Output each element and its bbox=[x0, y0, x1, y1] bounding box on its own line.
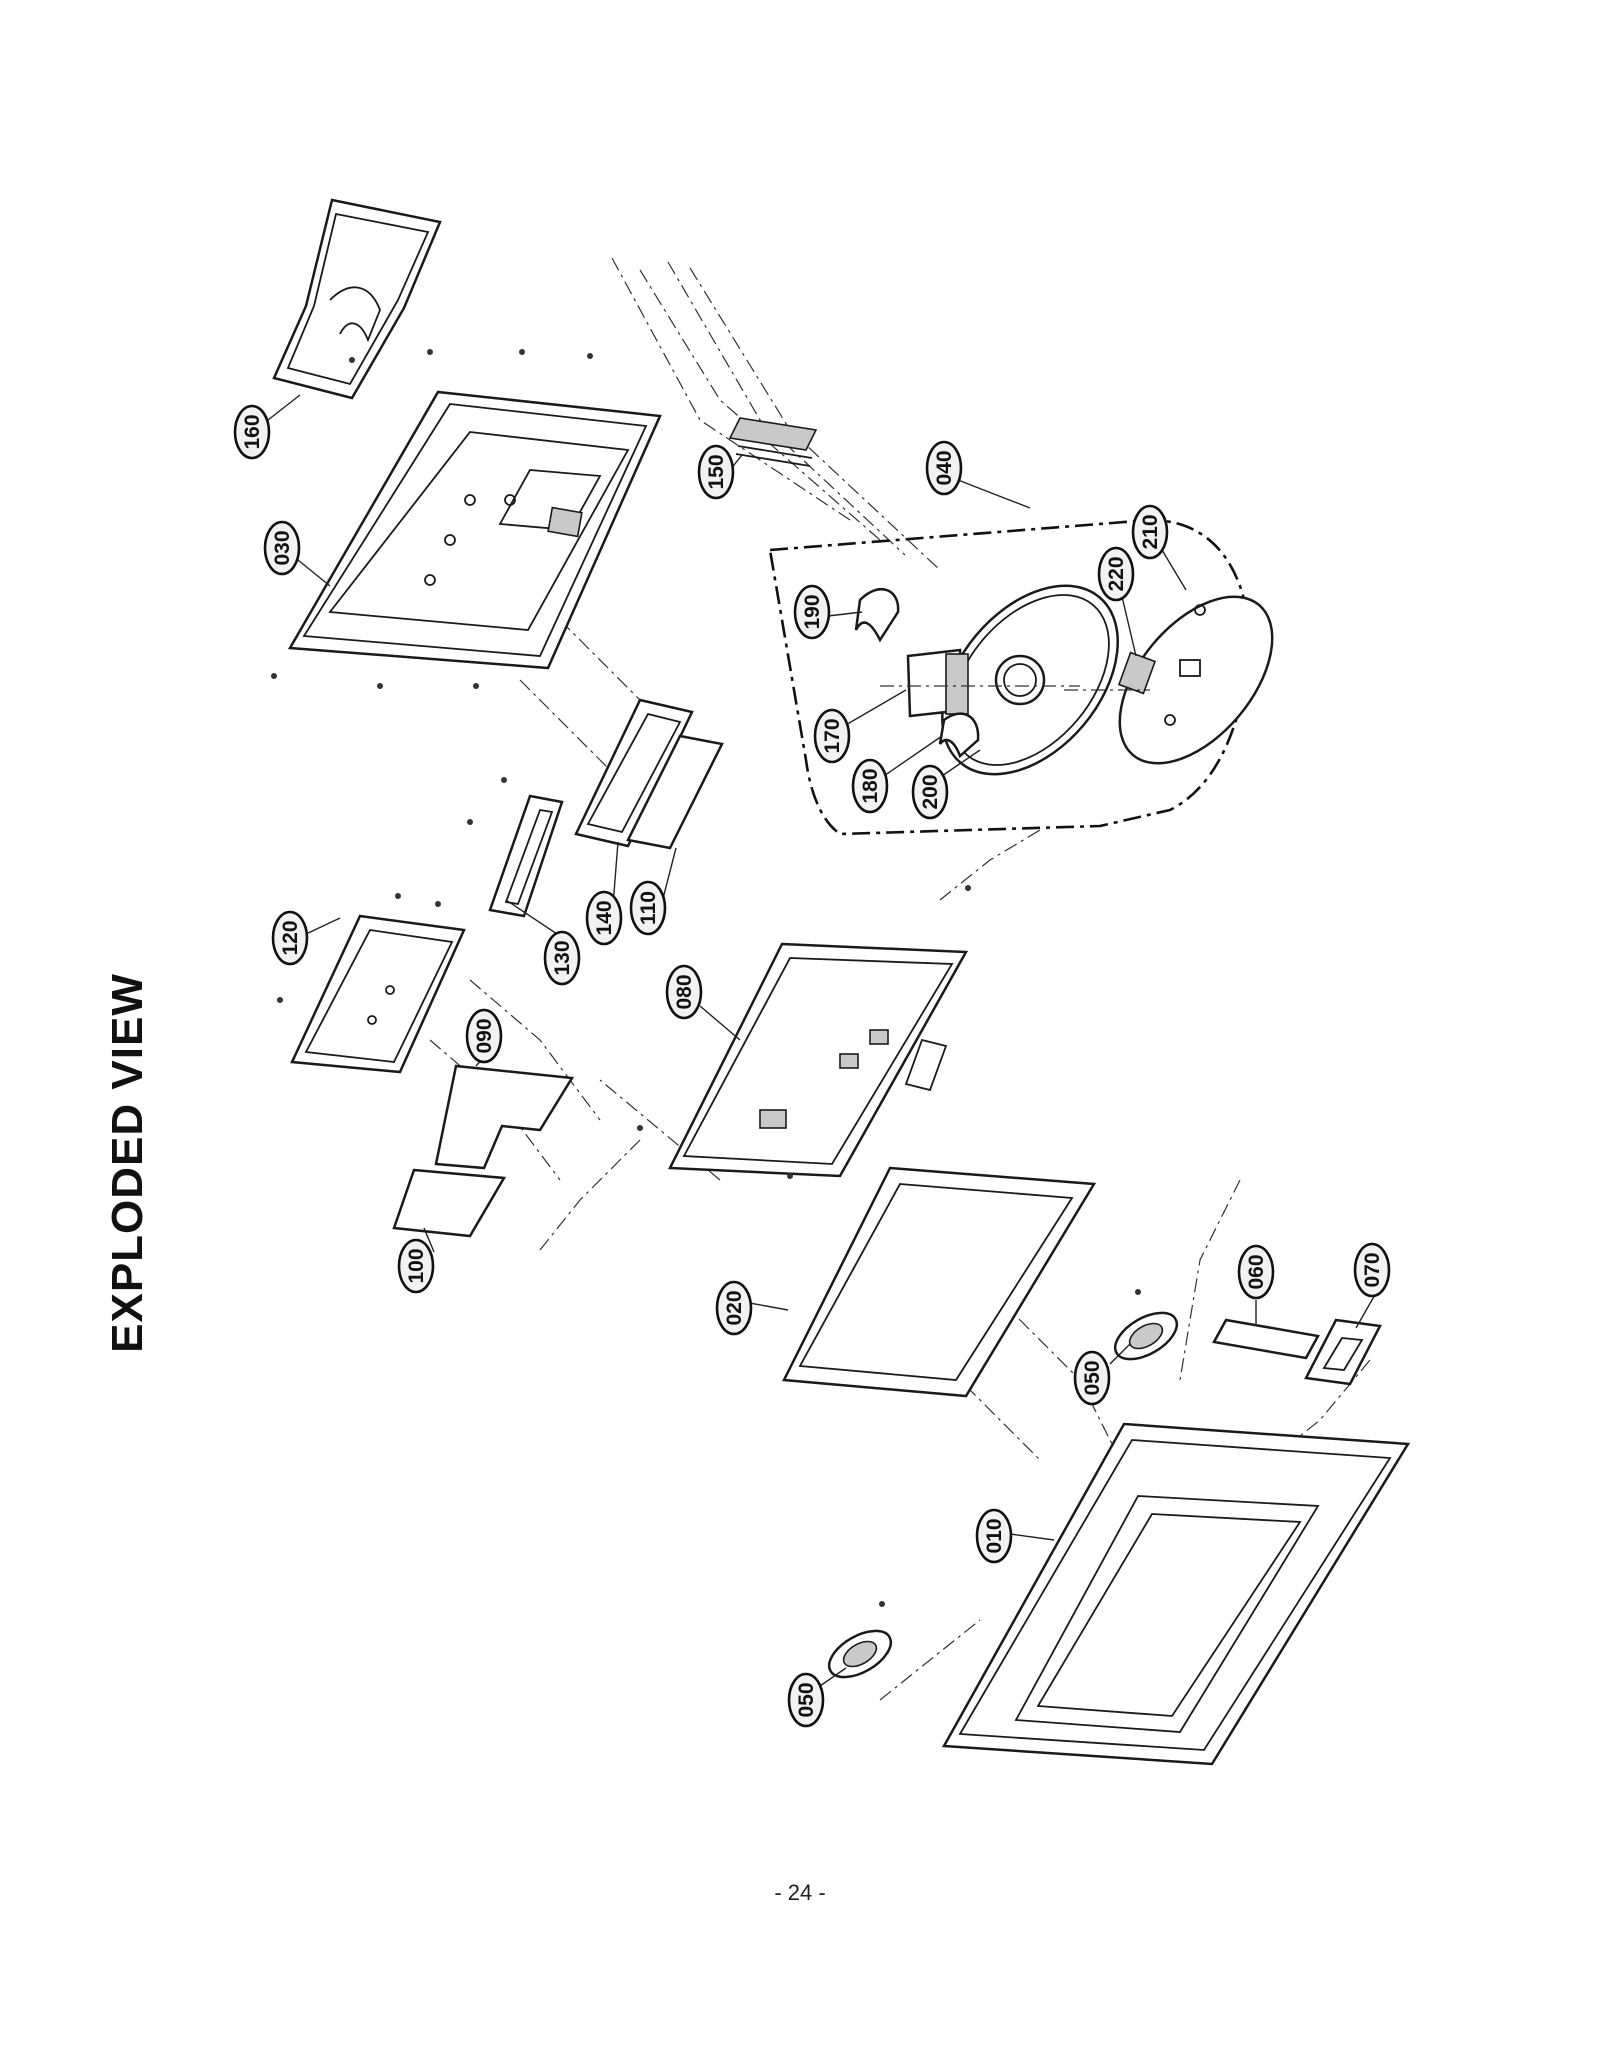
callout-label: 090 bbox=[473, 1018, 496, 1053]
callout-220: 220 bbox=[1097, 546, 1135, 602]
callout-050-right: 050 bbox=[1073, 1350, 1111, 1406]
callout-190: 190 bbox=[793, 584, 831, 640]
callout-100: 100 bbox=[397, 1238, 435, 1294]
callout-label: 060 bbox=[1245, 1254, 1268, 1289]
callout-010: 010 bbox=[975, 1508, 1013, 1564]
callout-030: 030 bbox=[263, 520, 301, 576]
callout-080: 080 bbox=[665, 964, 703, 1020]
callout-180: 180 bbox=[851, 758, 889, 814]
callout-label: 210 bbox=[1139, 514, 1162, 549]
part-010-front-bezel bbox=[941, 1422, 1411, 1766]
callout-label: 170 bbox=[821, 718, 844, 753]
callout-label: 040 bbox=[933, 450, 956, 485]
callout-050-left: 050 bbox=[787, 1672, 825, 1728]
page-number: - 24 - bbox=[774, 1880, 826, 1905]
callout-210: 210 bbox=[1131, 504, 1169, 560]
callout-140: 140 bbox=[585, 890, 623, 946]
callout-040: 040 bbox=[925, 440, 963, 496]
callout-090: 090 bbox=[465, 1008, 503, 1064]
part-150-connectors bbox=[728, 417, 818, 467]
callout-label: 100 bbox=[405, 1248, 428, 1283]
callout-060: 060 bbox=[1237, 1244, 1275, 1300]
callout-label: 050 bbox=[795, 1682, 818, 1717]
callout-label: 050 bbox=[1081, 1360, 1104, 1395]
part-160-rear-cover bbox=[272, 198, 442, 400]
callout-label: 200 bbox=[919, 774, 942, 809]
callout-label: 070 bbox=[1361, 1252, 1384, 1287]
part-070-board bbox=[1304, 1318, 1382, 1386]
callout-label: 190 bbox=[801, 594, 824, 629]
callout-label: 140 bbox=[593, 900, 616, 935]
part-100-sheet bbox=[392, 1168, 507, 1238]
callout-170: 170 bbox=[813, 708, 851, 764]
callout-120: 120 bbox=[271, 910, 309, 966]
part-050-speaker-left bbox=[827, 1629, 893, 1679]
part-140-board bbox=[574, 698, 694, 848]
callout-110: 110 bbox=[629, 880, 667, 936]
callout-160: 160 bbox=[233, 404, 271, 460]
part-130-board bbox=[488, 794, 564, 918]
part-020-lcd-panel bbox=[782, 1166, 1097, 1398]
callout-070: 070 bbox=[1353, 1242, 1391, 1298]
part-090-sheet bbox=[434, 1064, 575, 1170]
callout-label: 220 bbox=[1105, 556, 1128, 591]
part-050-speaker-right bbox=[1113, 1311, 1179, 1361]
callout-label: 130 bbox=[551, 940, 574, 975]
callout-130: 130 bbox=[543, 930, 581, 986]
part-110-board bbox=[626, 734, 724, 850]
callout-label: 160 bbox=[241, 414, 264, 449]
callout-label: 150 bbox=[705, 454, 728, 489]
part-040-stand-group bbox=[768, 518, 1274, 836]
part-030-back-cover bbox=[287, 390, 662, 670]
part-080-chassis bbox=[668, 942, 969, 1178]
callout-label: 010 bbox=[983, 1518, 1006, 1553]
callout-label: 180 bbox=[859, 768, 882, 803]
callout-150: 150 bbox=[697, 444, 735, 500]
callout-label: 110 bbox=[637, 891, 660, 925]
callout-label: 080 bbox=[673, 974, 696, 1009]
callout-200: 200 bbox=[911, 764, 949, 820]
screws bbox=[271, 349, 1141, 1607]
callout-020: 020 bbox=[715, 1280, 753, 1336]
callout-label: 020 bbox=[723, 1290, 746, 1325]
callout-label: 120 bbox=[279, 920, 302, 955]
part-060-board bbox=[1212, 1318, 1320, 1360]
callout-label: 030 bbox=[271, 530, 294, 565]
part-120-shield-bracket bbox=[290, 914, 466, 1074]
